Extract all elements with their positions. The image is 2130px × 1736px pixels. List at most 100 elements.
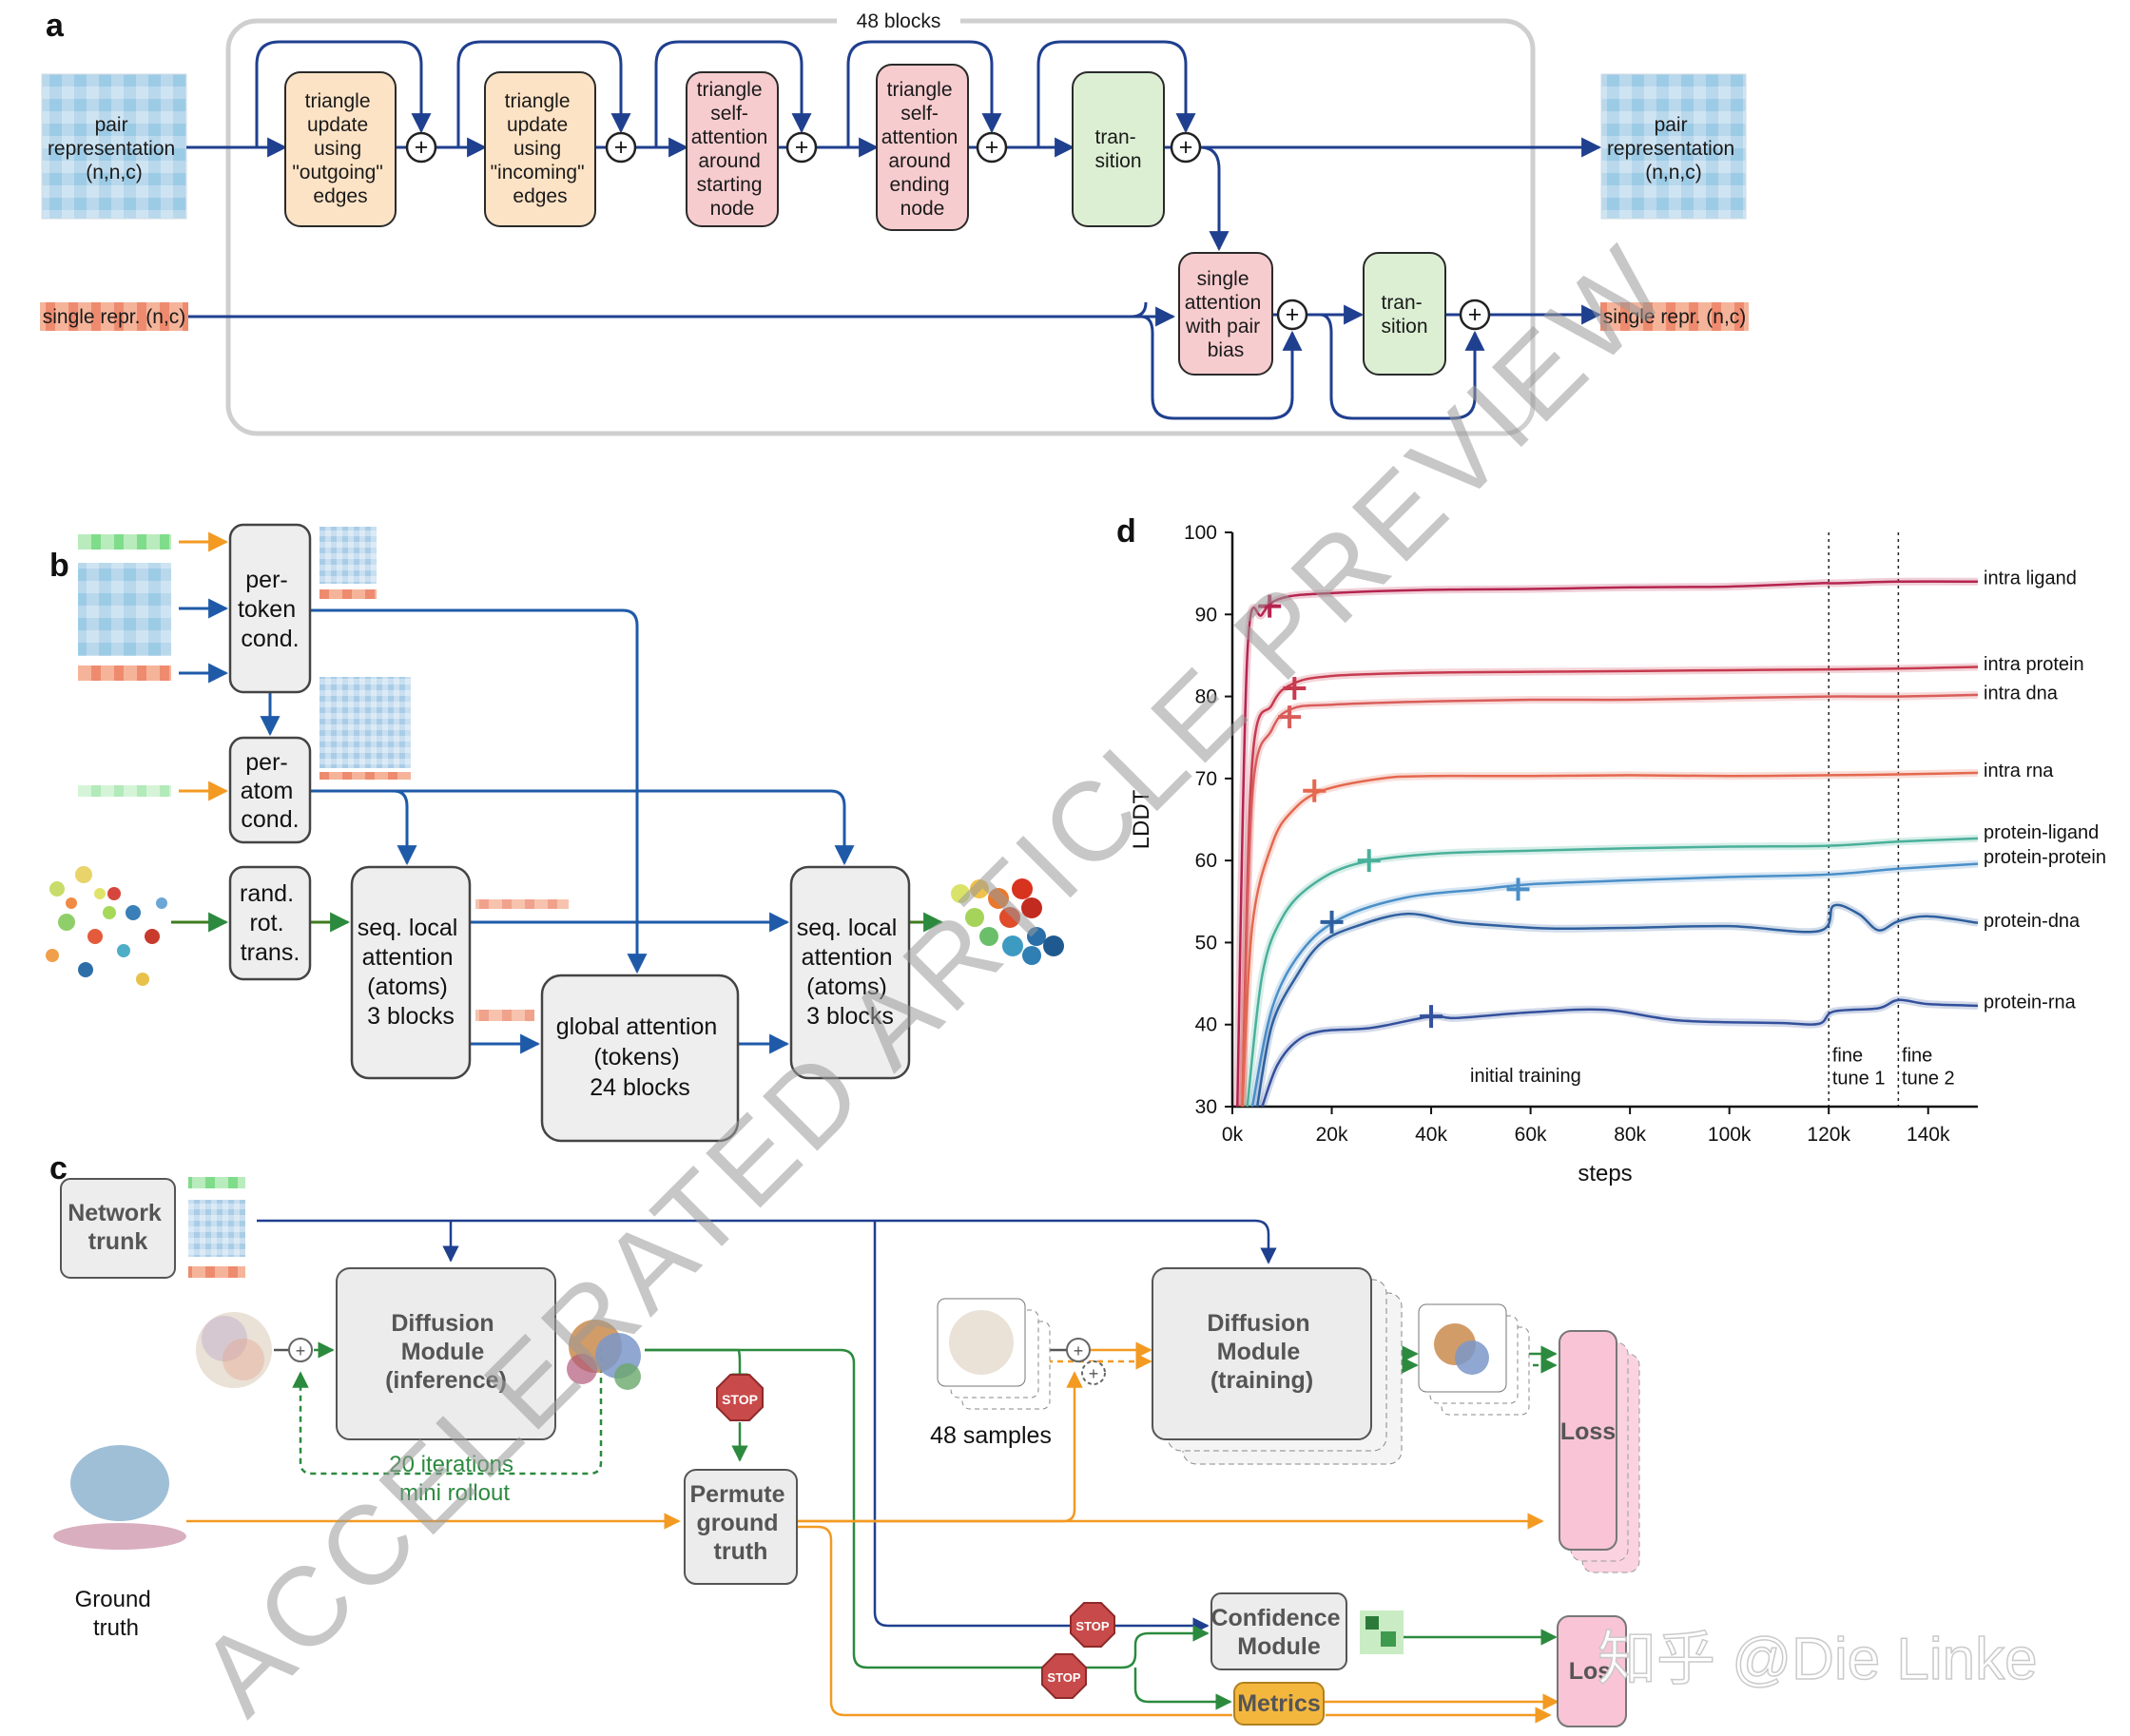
series-band bbox=[1258, 995, 1979, 1109]
series-marker bbox=[1283, 676, 1307, 700]
series-band bbox=[1238, 690, 1979, 1108]
add-node-icon: + bbox=[1459, 299, 1491, 331]
panel-b: b per- t bbox=[46, 523, 1064, 1143]
triangle-attention-ending-block bbox=[876, 64, 969, 231]
add-node-icon: + bbox=[605, 131, 637, 164]
triangle-attention-starting-label: triangle self- attention around starting… bbox=[691, 79, 773, 220]
per-token-cond-label: per- token cond. bbox=[238, 567, 302, 652]
samples-label: 48 samples bbox=[930, 1422, 1052, 1449]
global-attention-label: global attention (tokens) 24 blocks bbox=[556, 1013, 725, 1101]
seq-local-attention-block-2 bbox=[789, 865, 911, 1080]
svg-text:+: + bbox=[1074, 1341, 1084, 1360]
y-axis-title: LDDT bbox=[1129, 789, 1154, 849]
y-tick-label: 40 bbox=[1195, 1014, 1217, 1036]
token-green-input bbox=[78, 534, 171, 550]
triangle-update-incoming-label: triangle update using "incoming" edges bbox=[491, 90, 591, 207]
trunk-green-output bbox=[188, 1177, 245, 1188]
confidence-module-label: Confidence Module bbox=[1210, 1605, 1346, 1660]
permute-ground-truth-label: Permute ground truth bbox=[690, 1481, 792, 1565]
svg-text:STOP: STOP bbox=[1047, 1670, 1080, 1685]
stop-sign-icon: STOP bbox=[1070, 1602, 1115, 1648]
global-attention-block bbox=[540, 974, 740, 1143]
rand-rot-trans-block bbox=[228, 865, 312, 981]
series-line bbox=[1241, 665, 1979, 1108]
series-marker bbox=[1258, 594, 1282, 618]
single-transition-label: tran- sition bbox=[1381, 292, 1427, 338]
zhihu-watermark: 知乎 @Die Linke bbox=[1598, 1627, 2038, 1692]
series-band bbox=[1238, 768, 1979, 1108]
x-tick-label: 60k bbox=[1515, 1124, 1547, 1146]
seq-local-single-output bbox=[475, 899, 569, 909]
x-tick-label: 120k bbox=[1807, 1124, 1850, 1146]
panel-c: c Network trunk bbox=[49, 1150, 1640, 1727]
atom-cond-single-output bbox=[320, 772, 411, 780]
series-marker bbox=[1303, 779, 1326, 802]
x-tick-label: 140k bbox=[1907, 1124, 1950, 1146]
confidence-module-block bbox=[1210, 1592, 1347, 1670]
single-input-label: single repr. (n,c) bbox=[43, 306, 186, 328]
sample-stack bbox=[937, 1298, 1051, 1410]
pair-representation-output bbox=[1600, 73, 1747, 220]
per-token-cond-block bbox=[228, 523, 312, 694]
iterations-label: 20 iterations mini rollout bbox=[389, 1452, 519, 1506]
series-line bbox=[1235, 580, 1979, 1108]
svg-text:+: + bbox=[1468, 301, 1482, 328]
ground-truth-label: Ground truth bbox=[75, 1587, 158, 1641]
triangle-update-outgoing-block bbox=[284, 71, 397, 227]
x-tick-label: 40k bbox=[1415, 1124, 1447, 1146]
per-atom-cond-block bbox=[228, 736, 312, 844]
y-tick-label: 100 bbox=[1184, 522, 1217, 544]
rand-rot-trans-label: rand. rot. trans. bbox=[240, 880, 300, 966]
loss-block bbox=[1559, 1330, 1617, 1551]
series-marker bbox=[1278, 705, 1302, 729]
phase-annotation: initial training bbox=[1470, 1066, 1581, 1087]
x-tick-label: 100k bbox=[1708, 1124, 1752, 1146]
svg-text:+: + bbox=[415, 134, 429, 161]
pair-transition-block bbox=[1072, 71, 1165, 227]
x-tick-label: 20k bbox=[1316, 1124, 1348, 1146]
panel-label-d: d bbox=[1116, 513, 1136, 550]
pair-transition-label: tran- sition bbox=[1094, 126, 1141, 172]
series-label: protein-dna bbox=[1984, 911, 2081, 932]
single-attention-block bbox=[1178, 252, 1273, 376]
pair-output-label: pair representation (n,n,c) bbox=[1607, 114, 1740, 183]
series-label: intra protein bbox=[1984, 654, 2084, 675]
add-noise-icon: + bbox=[288, 1338, 313, 1362]
token-pair-input bbox=[78, 563, 171, 656]
y-tick-label: 80 bbox=[1195, 686, 1217, 708]
predicted-structure-image bbox=[567, 1320, 641, 1390]
series-label: protein-protein bbox=[1984, 847, 2106, 868]
triangle-attention-ending-label: triangle self- attention around ending n… bbox=[881, 79, 963, 220]
series-line bbox=[1261, 998, 1979, 1108]
token-single-input bbox=[78, 665, 171, 681]
seq-local-attention-block-1 bbox=[350, 865, 472, 1080]
x-tick-label: 0k bbox=[1222, 1124, 1244, 1146]
network-trunk-block bbox=[60, 1178, 176, 1279]
svg-text:+: + bbox=[1179, 134, 1193, 161]
add-node-icon: + bbox=[405, 131, 437, 164]
triangle-update-incoming-block bbox=[484, 71, 596, 227]
stop-sign-icon: STOP bbox=[1041, 1653, 1087, 1699]
diffusion-module-training-block bbox=[1152, 1267, 1372, 1440]
series-band bbox=[1238, 663, 1979, 1108]
add-node-icon: + bbox=[785, 131, 818, 164]
svg-text:+: + bbox=[795, 134, 809, 161]
atom-cond-pair-output bbox=[320, 677, 411, 768]
single-attention-label: single attention with pair bias bbox=[1185, 268, 1267, 361]
add-node-icon: + bbox=[1276, 299, 1308, 331]
series-label: protein-rna bbox=[1984, 993, 2077, 1013]
single-representation-output bbox=[1600, 302, 1749, 331]
svg-text:STOP: STOP bbox=[722, 1392, 758, 1407]
x-tick-label: 80k bbox=[1614, 1124, 1646, 1146]
series-marker bbox=[1357, 849, 1381, 873]
metrics-label: Metrics bbox=[1237, 1690, 1321, 1717]
y-tick-label: 70 bbox=[1195, 768, 1217, 790]
single-output-label: single repr. (n,c) bbox=[1603, 306, 1747, 328]
series-marker bbox=[1420, 1005, 1443, 1029]
add-node-icon: + bbox=[976, 131, 1008, 164]
svg-text:+: + bbox=[296, 1341, 306, 1360]
series-marker bbox=[1506, 878, 1530, 901]
